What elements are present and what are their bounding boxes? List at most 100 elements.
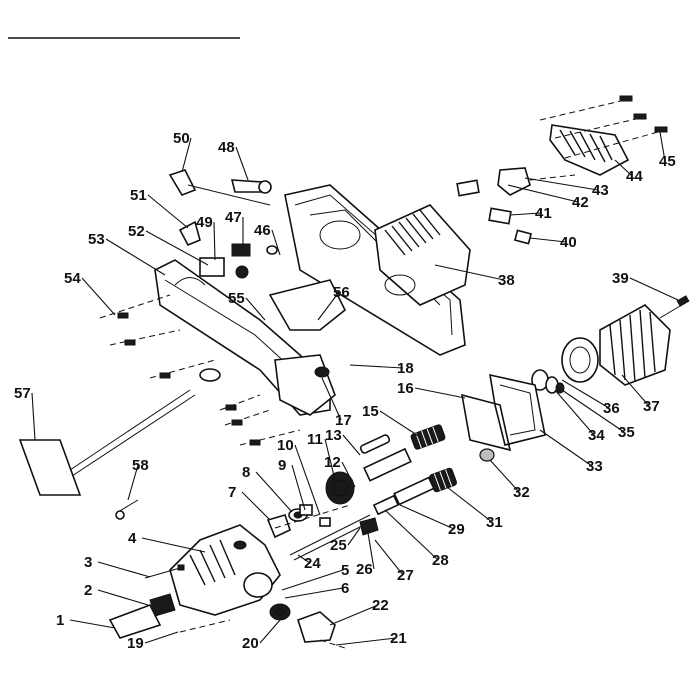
- shafts: [289, 434, 435, 561]
- armature: [561, 295, 690, 386]
- callout-40: 40: [560, 234, 577, 251]
- callout-12: 12: [324, 454, 341, 471]
- leader-line-55: [245, 297, 266, 321]
- chuck-key: [115, 499, 139, 520]
- leader-line-57: [31, 392, 36, 441]
- callout-43: 43: [592, 182, 609, 199]
- leader-line-24: [297, 554, 311, 564]
- callout-41: 41: [535, 205, 552, 222]
- brush-parts: [456, 167, 576, 245]
- leader-line-33: [539, 429, 593, 467]
- callout-3: 3: [84, 554, 92, 571]
- leader-line-37: [621, 374, 650, 407]
- callout-2: 2: [84, 582, 92, 599]
- leader-line-51: [147, 194, 189, 229]
- leader-line-3: [97, 561, 151, 578]
- callout-4: 4: [128, 530, 137, 547]
- small-parts: [266, 504, 379, 539]
- callout-56: 56: [333, 284, 350, 301]
- screws-45: [539, 95, 668, 159]
- leader-line-8: [255, 471, 293, 513]
- leader-line-13: [342, 434, 361, 456]
- leader-line-25: [347, 527, 361, 546]
- main-housing: [284, 184, 471, 356]
- leader-line-56: [317, 291, 340, 321]
- leader-line-45: [659, 131, 666, 162]
- leader-line-34: [554, 389, 595, 436]
- callout-53: 53: [88, 231, 105, 248]
- callout-50: 50: [173, 130, 190, 147]
- leader-line-6: [284, 587, 344, 599]
- bearing-stack: [531, 369, 565, 394]
- screws-left: [99, 294, 301, 446]
- callout-24: 24: [304, 555, 321, 572]
- callout-42: 42: [572, 194, 589, 211]
- leader-line-5: [281, 569, 344, 591]
- leader-line-19: [144, 631, 179, 644]
- callout-11: 11: [307, 431, 323, 448]
- callout-13: 13: [325, 427, 342, 444]
- callout-33: 33: [586, 458, 603, 475]
- leader-line-20: [259, 619, 281, 644]
- motor-endcap: [549, 124, 630, 176]
- left-housing: [154, 259, 347, 416]
- spindle: [108, 564, 185, 639]
- callout-22: 22: [372, 597, 389, 614]
- leader-line-50: [181, 137, 192, 173]
- leader-line-39: [629, 277, 679, 301]
- switch-parts: [168, 169, 278, 279]
- leader-line-44: [614, 159, 633, 177]
- leader-line-15: [379, 410, 421, 438]
- callout-34: 34: [588, 427, 605, 444]
- callout-15: 15: [362, 403, 379, 420]
- leader-line-32: [489, 459, 520, 493]
- callout-19: 19: [127, 635, 144, 652]
- callout-16: 16: [397, 380, 414, 397]
- leader-line-31: [446, 486, 493, 523]
- callout-58: 58: [132, 457, 149, 474]
- callout-39: 39: [612, 270, 629, 287]
- callout-31: 31: [486, 514, 503, 531]
- callout-10: 10: [277, 437, 294, 454]
- front-housing: [169, 524, 281, 616]
- leader-line-11: [324, 438, 336, 481]
- callout-29: 29: [448, 521, 465, 538]
- callout-57: 57: [14, 385, 31, 402]
- leader-line-10: [294, 444, 321, 516]
- side-handle: [18, 368, 221, 496]
- leader-line-2: [97, 589, 149, 606]
- callout-18: 18: [397, 360, 414, 377]
- callout-5: 5: [341, 562, 349, 579]
- leader-line-1: [69, 619, 116, 629]
- callout-49: 49: [196, 214, 213, 231]
- bottom-parts: [179, 603, 346, 649]
- callout-32: 32: [513, 484, 530, 501]
- callout-26: 26: [356, 561, 373, 578]
- leader-line-21: [335, 637, 397, 646]
- leader-line-9: [291, 464, 306, 511]
- callout-6: 6: [341, 580, 349, 597]
- callout-54: 54: [64, 270, 81, 287]
- callout-55: 55: [228, 290, 245, 307]
- callout-20: 20: [242, 635, 259, 652]
- leader-line-54: [81, 277, 116, 316]
- callout-36: 36: [603, 400, 620, 417]
- callout-7: 7: [228, 484, 236, 501]
- callout-47: 47: [225, 209, 242, 226]
- leader-line-46: [271, 229, 281, 256]
- callout-1: 1: [56, 612, 64, 629]
- leader-line-22: [329, 604, 379, 626]
- leader-line-43: [524, 177, 599, 191]
- leader-line-53: [105, 238, 166, 276]
- leader-line-58: [127, 464, 139, 501]
- leader-line-41: [509, 212, 542, 216]
- leader-line-38: [434, 264, 505, 281]
- callout-44: 44: [626, 168, 643, 185]
- leader-line-42: [507, 184, 579, 203]
- callout-38: 38: [498, 272, 515, 289]
- callout-37: 37: [643, 398, 660, 415]
- leader-line-7: [241, 491, 271, 521]
- callout-8: 8: [242, 464, 250, 481]
- leader-line-27: [374, 539, 404, 576]
